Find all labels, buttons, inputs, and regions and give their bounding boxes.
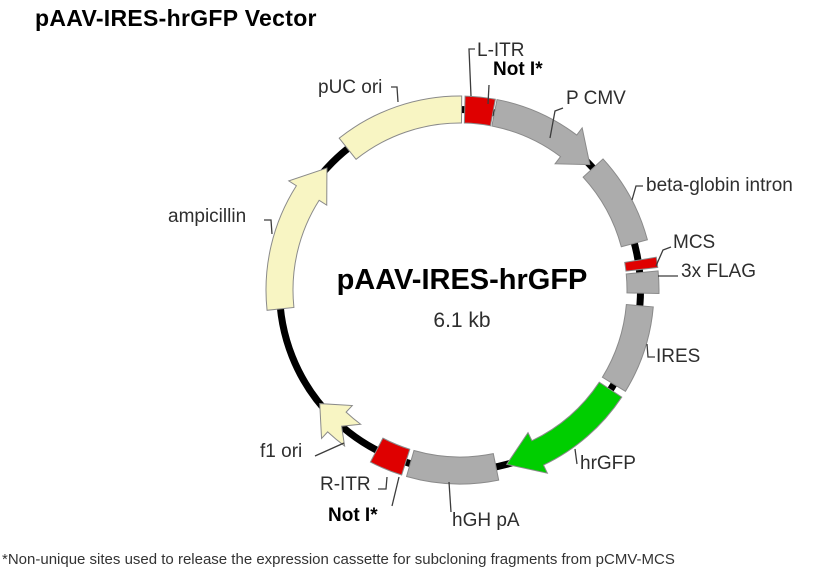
segment-hgh-pa: [405, 449, 500, 485]
segment-mcs: [624, 256, 659, 272]
label-ampicillin: ampicillin: [168, 206, 247, 227]
segment-puc-ori: [338, 95, 463, 161]
leader-mcs: [655, 246, 672, 267]
label-flag-3x: 3x FLAG: [681, 261, 756, 282]
segment-hrgfp: [505, 381, 623, 474]
label-hrgfp: hrGFP: [580, 453, 636, 474]
label-not1-bottom: Not I*: [328, 505, 378, 526]
leader-ampicillin: [264, 219, 273, 235]
leader-hgh-pa: [448, 481, 452, 513]
segment-r-itr: [369, 437, 411, 476]
label-ires: IRES: [656, 346, 701, 367]
label-hgh-pa: hGH pA: [452, 510, 520, 531]
label-l-itr: L-ITR: [477, 40, 525, 61]
segment-p-cmv: [491, 98, 591, 166]
label-mcs: MCS: [673, 232, 716, 253]
leader-p-cmv: [549, 107, 564, 139]
leader-r-itr: [378, 476, 388, 490]
leader-not1-bottom: [391, 476, 400, 507]
segment-ampicillin: [265, 167, 328, 311]
label-f1-ori: f1 ori: [260, 441, 303, 462]
segment-ires: [601, 304, 654, 393]
label-not1-top: Not I*: [493, 59, 543, 80]
leader-hrgfp: [574, 448, 578, 465]
footnote: *Non-unique sites used to release the ex…: [2, 551, 675, 568]
page-title: pAAV-IRES-hrGFP Vector: [35, 5, 317, 31]
leader-not1-top: [487, 84, 490, 105]
plasmid-name: pAAV-IRES-hrGFP: [336, 264, 588, 296]
label-p-cmv: P CMV: [566, 88, 626, 109]
segment-beta-globin-intron: [582, 158, 649, 248]
segment-flag-3x: [625, 270, 660, 294]
label-r-itr: R-ITR: [320, 474, 371, 495]
segment-l-itr: [463, 95, 496, 127]
leader-ires: [646, 343, 655, 358]
plasmid-size: 6.1 kb: [433, 309, 491, 332]
segment-f1-ori: [319, 403, 362, 448]
leader-f1-ori: [314, 442, 345, 457]
leader-beta-globin-intron: [631, 185, 643, 201]
leader-puc-ori: [391, 86, 399, 103]
label-puc-ori: pUC ori: [318, 77, 383, 98]
label-beta-globin-intron: beta-globin intron: [646, 175, 793, 196]
leader-l-itr: [468, 48, 475, 97]
